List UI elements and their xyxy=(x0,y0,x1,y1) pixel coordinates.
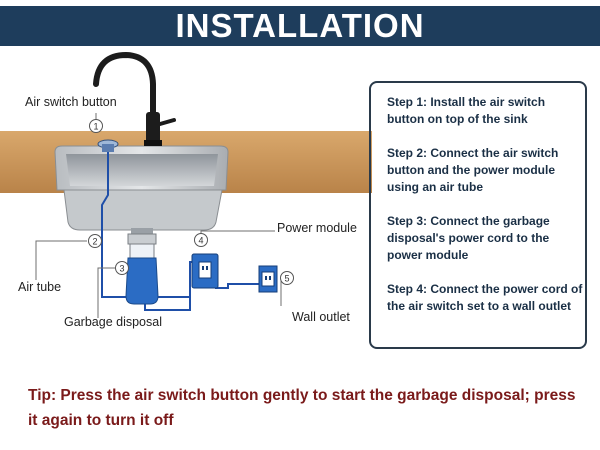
callout-1-number: 1 xyxy=(93,122,98,132)
step-3-text: Connect the garbage disposal's power cor… xyxy=(387,214,550,262)
page-title: INSTALLATION xyxy=(175,7,425,44)
callout-3-number: 3 xyxy=(119,264,124,274)
step-1: Step 1: Install the air switch button on… xyxy=(387,94,585,128)
step-1-text: Install the air switch button on top of … xyxy=(387,95,546,126)
steps-panel: Step 1: Install the air switch button on… xyxy=(369,81,587,349)
callout-4-number: 4 xyxy=(198,236,203,246)
callout-5: 5 xyxy=(280,271,294,285)
callout-2: 2 xyxy=(88,234,102,248)
power-module-graphic xyxy=(191,253,219,289)
callout-2-number: 2 xyxy=(92,237,97,247)
step-2: Step 2: Connect the air switch button an… xyxy=(387,145,585,196)
garbage-disposal-graphic xyxy=(125,233,159,305)
callout-4: 4 xyxy=(194,233,208,247)
callout-3: 3 xyxy=(115,261,129,275)
step-3: Step 3: Connect the garbage disposal's p… xyxy=(387,213,585,264)
step-4-text: Connect the power cord of the air switch… xyxy=(387,282,583,313)
title-banner: INSTALLATION xyxy=(0,6,600,46)
faucet xyxy=(93,51,176,146)
label-air-tube: Air tube xyxy=(18,280,62,294)
step-2-prefix: Step 2: xyxy=(387,146,428,160)
tip-text: Tip: Press the air switch button gently … xyxy=(28,387,576,429)
label-air-switch-button: Air switch button xyxy=(25,95,117,109)
step-3-prefix: Step 3: xyxy=(387,214,428,228)
wall-outlet-graphic xyxy=(258,265,278,293)
step-4: Step 4: Connect the power cord of the ai… xyxy=(387,281,585,315)
label-garbage-disposal: Garbage disposal xyxy=(64,315,162,329)
label-power-module: Power module xyxy=(277,221,357,235)
label-wall-outlet: Wall outlet xyxy=(292,310,350,324)
step-1-prefix: Step 1: xyxy=(387,95,428,109)
step-4-prefix: Step 4: xyxy=(387,282,428,296)
air-switch-button-graphic xyxy=(97,139,119,152)
callout-5-number: 5 xyxy=(284,274,289,284)
sink xyxy=(54,145,229,236)
step-2-text: Connect the air switch button and the po… xyxy=(387,146,559,194)
callout-1: 1 xyxy=(89,119,103,133)
